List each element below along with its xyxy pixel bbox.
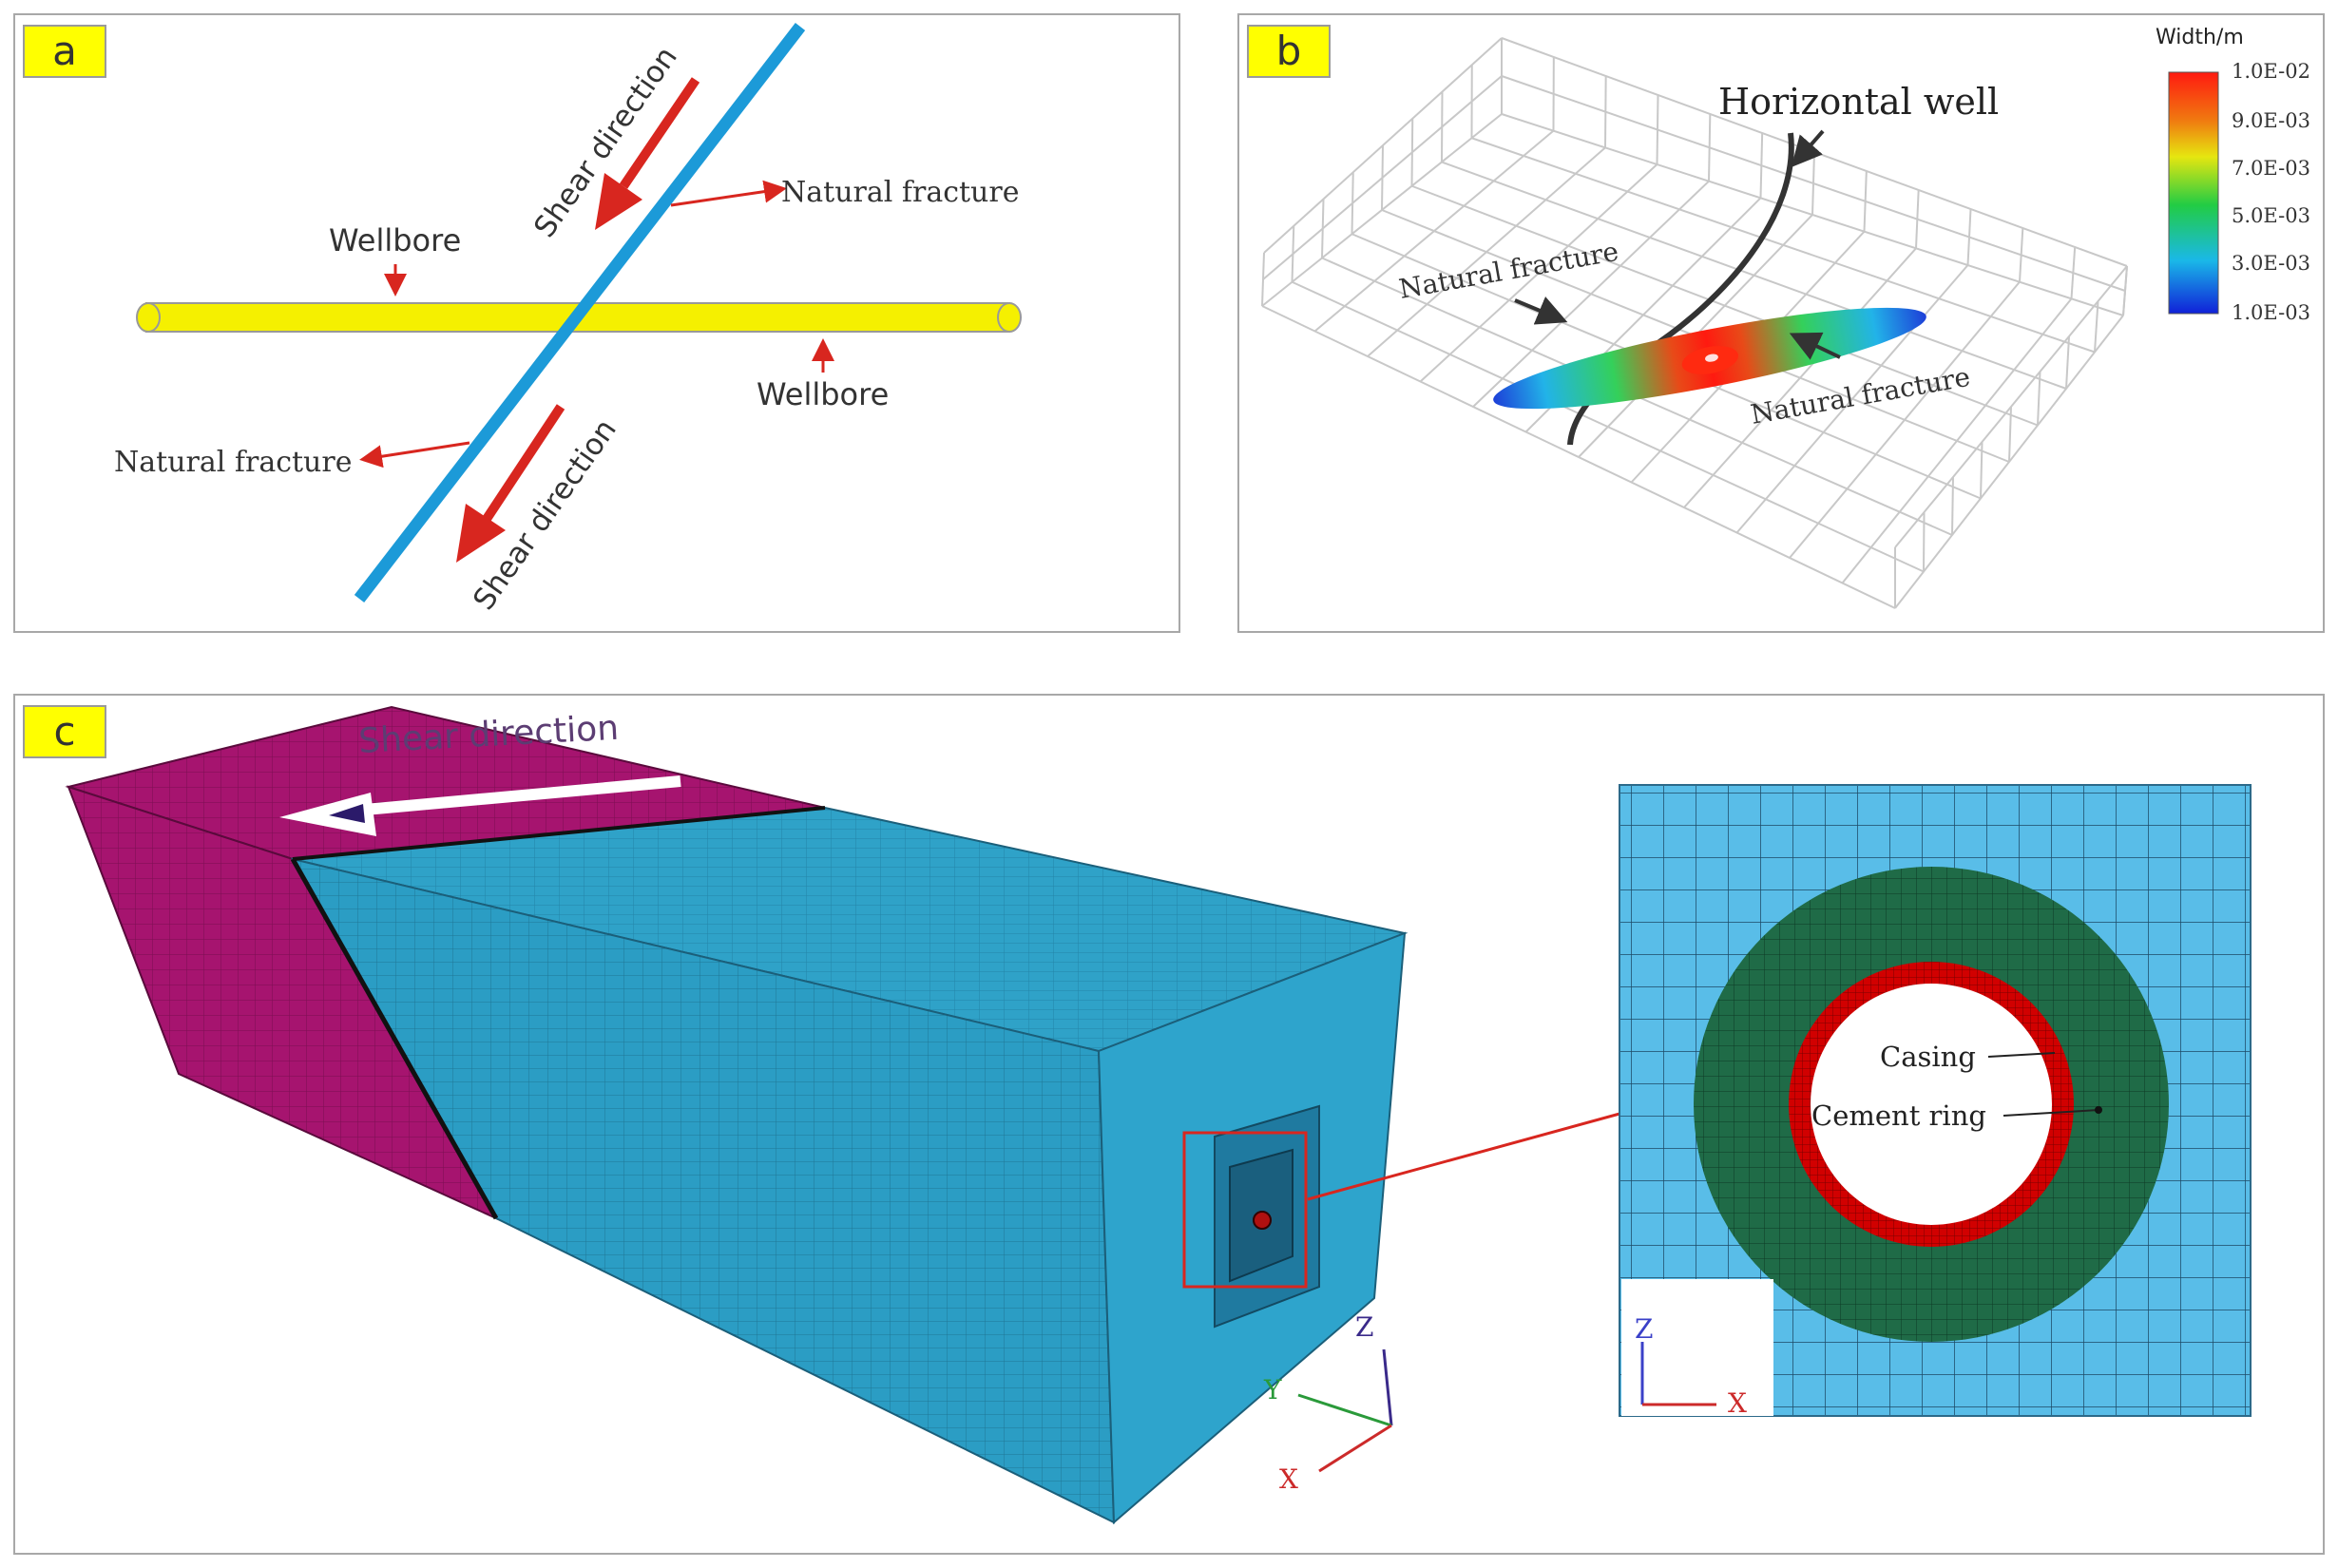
label-fracture-right: Natural fracture — [781, 176, 1019, 209]
mesh-grid-box — [1261, 37, 2128, 609]
legend-tick: 7.0E-03 — [2232, 157, 2310, 180]
panel-b: b — [1237, 13, 2325, 633]
label-fracture-left: Natural fracture — [114, 446, 352, 479]
shear-direction-arrow — [279, 775, 681, 836]
shear-arrow-bottom — [456, 404, 565, 563]
panel-a-drawing: Shear direction Shear direction Natural … — [114, 23, 1022, 617]
axes-triad: Z Y X — [1263, 1311, 1393, 1495]
inset-axis-z: Z — [1635, 1313, 1653, 1345]
pointer-fracture-right — [1789, 332, 1841, 360]
zoom-connector — [1307, 1101, 1646, 1201]
panel-c: c — [13, 694, 2325, 1555]
label-wellbore-right: Wellbore — [757, 376, 889, 412]
label-fracture-left: Natural fracture — [1396, 236, 1620, 305]
label-horizontal-well: Horizontal well — [1718, 81, 1999, 123]
panel-c-tag: c — [23, 705, 106, 758]
axis-z-label: Z — [1355, 1311, 1373, 1343]
pointer-fracture-right — [670, 180, 787, 207]
zoom-box — [1182, 1131, 1308, 1289]
legend-tick: 5.0E-03 — [2232, 204, 2310, 227]
horizontal-well-curve — [1567, 132, 1794, 446]
legend-tick: 1.0E-02 — [2232, 60, 2310, 83]
cross-section-inset: Casing Cement ring Z X — [1619, 784, 2252, 1419]
label-cement-ring: Cement ring — [1811, 1100, 1986, 1132]
inset-axis-x: X — [1728, 1387, 1747, 1419]
natural-fracture-line — [354, 23, 806, 602]
panel-a: a Shear direction Shear dir — [13, 13, 1180, 633]
inset-axes-box — [1621, 1279, 1773, 1416]
label-casing: Casing — [1880, 1041, 1976, 1073]
pointer-horizontal-well — [1791, 129, 1825, 168]
legend-tick: 9.0E-03 — [2232, 109, 2310, 132]
fault-line-top — [292, 806, 826, 861]
label-wellbore-top: Wellbore — [329, 222, 461, 258]
legend-tick: 3.0E-03 — [2232, 252, 2310, 275]
pointer-fracture-left — [1514, 296, 1568, 325]
legend-tick: 1.0E-03 — [2232, 301, 2310, 324]
axis-x-label: X — [1279, 1463, 1298, 1495]
pointer-fracture-left — [359, 441, 470, 468]
panel-b-tag: b — [1247, 25, 1331, 78]
legend-colorbar — [2168, 71, 2219, 315]
panel-b-drawing: Horizontal well Natural fracture Natural… — [1261, 26, 2310, 609]
shear-arrow-top — [595, 77, 700, 230]
width-legend: Width/m 1.0E-02 9.0E-03 7.0E-03 5.0E-03 … — [2156, 26, 2310, 324]
bore-hole — [1811, 984, 2052, 1225]
fault-line — [290, 857, 499, 1220]
panel-c-drawing: Shear direction Z Y X Casing Cement ring — [65, 705, 2252, 1525]
legend-title: Width/m — [2156, 26, 2244, 49]
panel-a-tag: a — [23, 25, 106, 78]
block-teal-part — [290, 806, 1409, 1525]
axis-y-label: Y — [1263, 1374, 1282, 1405]
